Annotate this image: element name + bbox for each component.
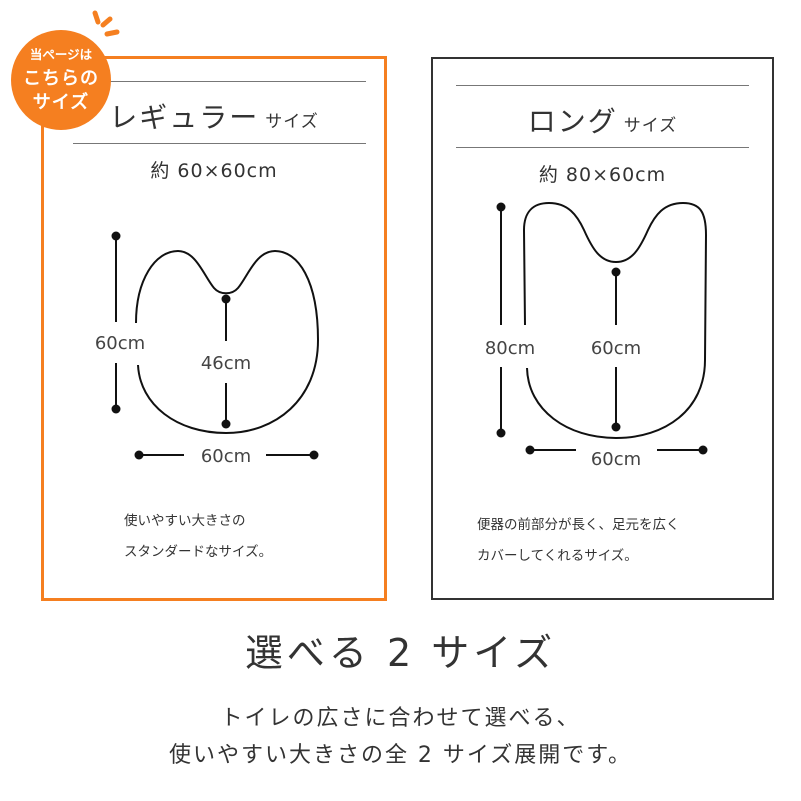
dot-icon bbox=[611, 267, 621, 277]
long-title: ロングサイズ bbox=[431, 100, 774, 140]
badge-line-3: サイズ bbox=[32, 92, 90, 113]
dot-icon bbox=[111, 231, 121, 241]
divider-bottom-regular bbox=[73, 143, 366, 144]
divider-top-regular bbox=[73, 81, 366, 82]
long-approx-size: 約 80×60cm bbox=[538, 164, 667, 186]
regular-title: レギュラーサイズ bbox=[41, 96, 387, 136]
dot-icon bbox=[525, 445, 535, 455]
regular-approx-size: 約 60×60cm bbox=[150, 160, 278, 182]
subtext-line-2: 使いやすい大きさの全 2 サイズ展開です。 bbox=[168, 743, 633, 768]
divider-bottom-long bbox=[456, 147, 749, 148]
dot-icon bbox=[496, 428, 506, 438]
long-mat-outline bbox=[522, 201, 708, 440]
long-depth-label: 60cm bbox=[591, 338, 641, 359]
regular-mat-outline bbox=[135, 249, 320, 435]
dot-icon bbox=[134, 450, 144, 460]
long-description-line-2: カバーしてくれるサイズ。 bbox=[477, 548, 638, 564]
panel-regular-size bbox=[41, 56, 387, 601]
current-page-badge: 当ページは こちらの サイズ bbox=[11, 30, 111, 130]
long-description-line-1: 便器の前部分が長く、足元を広く bbox=[477, 517, 680, 533]
badge-spark-icon bbox=[92, 10, 120, 37]
long-title-suffix: サイズ bbox=[623, 116, 678, 136]
dot-icon bbox=[221, 419, 231, 429]
long-title-main: ロング bbox=[527, 105, 618, 138]
long-height-label: 80cm bbox=[485, 338, 535, 359]
long-width-label: 60cm bbox=[591, 449, 641, 470]
badge-line-1: 当ページは bbox=[29, 47, 93, 62]
dot-icon bbox=[309, 450, 319, 460]
long-description: 便器の前部分が長く、足元を広く カバーしてくれるサイズ。 bbox=[477, 510, 680, 572]
dot-icon bbox=[698, 445, 708, 455]
regular-title-main: レギュラー bbox=[109, 101, 260, 134]
regular-description: 使いやすい大きさの スタンダードなサイズ。 bbox=[124, 506, 272, 568]
regular-height-label: 60cm bbox=[95, 333, 145, 354]
dot-icon bbox=[111, 404, 121, 414]
regular-width-label: 60cm bbox=[201, 446, 251, 467]
dot-icon bbox=[221, 294, 231, 304]
headline: 選べる 2 サイズ bbox=[244, 631, 557, 675]
divider-top-long bbox=[456, 85, 749, 86]
badge-line-2: こちらの bbox=[23, 68, 99, 89]
dot-icon bbox=[611, 422, 621, 432]
regular-depth-label: 46cm bbox=[201, 353, 251, 374]
regular-description-line-2: スタンダードなサイズ。 bbox=[124, 544, 273, 560]
regular-description-line-1: 使いやすい大きさの bbox=[124, 513, 246, 529]
dot-icon bbox=[496, 202, 506, 212]
subtext-line-1: トイレの広さに合わせて選べる、 bbox=[220, 706, 581, 731]
regular-title-suffix: サイズ bbox=[265, 112, 319, 132]
